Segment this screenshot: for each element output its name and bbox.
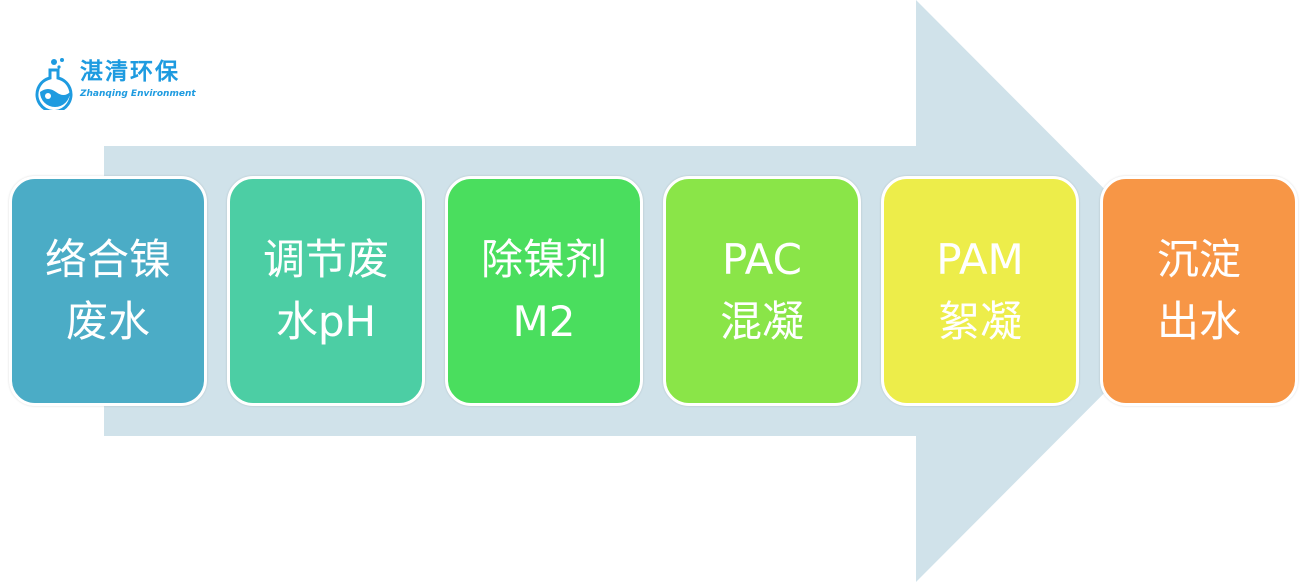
step-4-label-line1: PAC — [722, 235, 802, 284]
step-5-box: PAM 絮凝 — [881, 176, 1079, 406]
step-2-label-line2: 水pH — [275, 297, 377, 346]
step-5-label-line2: 絮凝 — [937, 297, 1022, 346]
step-1-box: 络合镍 废水 — [9, 176, 207, 406]
step-1-label-line1: 络合镍 — [44, 235, 171, 284]
company-logo: 湛清环保 Zhanqing Environment — [34, 52, 204, 112]
step-3-label-line2: M2 — [512, 297, 576, 346]
flask-icon — [35, 58, 73, 110]
step-5-label-line1: PAM — [936, 235, 1024, 284]
step-4-box: PAC 混凝 — [663, 176, 861, 406]
logo-name-cn: 湛清环保 — [80, 59, 180, 85]
step-4-label-line2: 混凝 — [719, 297, 804, 346]
logo-name-en: Zhanqing Environment — [80, 89, 196, 99]
step-3-label-line1: 除镍剂 — [480, 235, 607, 284]
step-3-box: 除镍剂 M2 — [445, 176, 643, 406]
step-6-label-line1: 沉淀 — [1156, 235, 1241, 284]
step-2-box: 调节废 水pH — [227, 176, 425, 406]
step-1-label-line2: 废水 — [65, 297, 150, 346]
step-2-label-line1: 调节废 — [262, 235, 389, 284]
step-6-label-line2: 出水 — [1156, 297, 1241, 346]
step-6-box: 沉淀 出水 — [1100, 176, 1298, 406]
process-arrow-shape — [104, 0, 1206, 582]
